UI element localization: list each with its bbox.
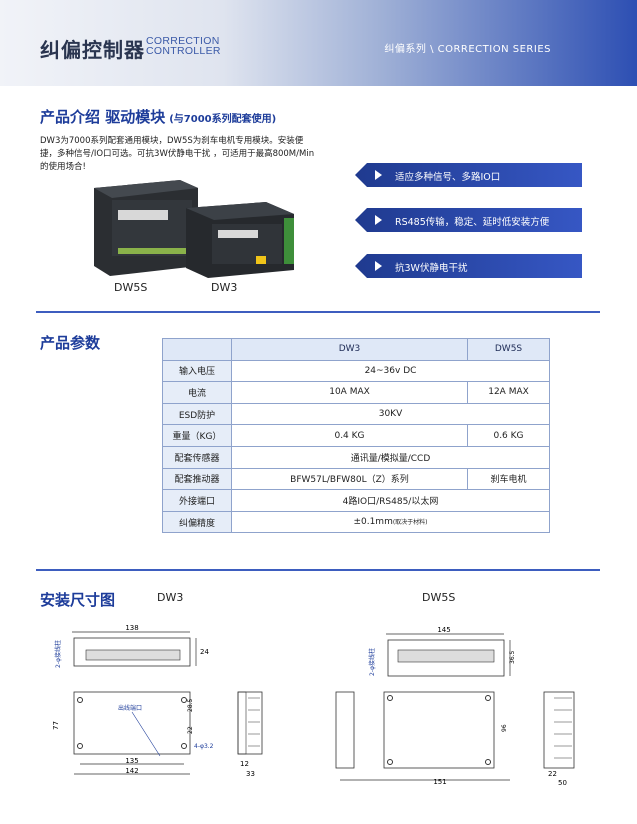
install-title: 安装尺寸图 bbox=[40, 591, 116, 609]
intro-title-text: 产品介绍 驱动模块 bbox=[40, 108, 166, 126]
cell-dw3: 0.4 KG bbox=[231, 424, 468, 447]
play-arrow-icon bbox=[375, 170, 382, 180]
table-row: 输入电压 24~36v DC bbox=[162, 359, 550, 383]
dim-label: 50 bbox=[558, 779, 567, 787]
dw5s-top-view: 145 36.5 2-φ接线柱 bbox=[368, 626, 516, 677]
row-label: 配套传感器 bbox=[162, 445, 232, 469]
cell-dw5s: 12A MAX bbox=[467, 381, 550, 404]
feature-text: 适应多种信号、多路IO口 bbox=[395, 172, 501, 183]
photo-label-dw3: DW3 bbox=[211, 281, 238, 294]
dim-label: 135 bbox=[125, 757, 138, 765]
column-header-dw5s: DW5S bbox=[467, 338, 550, 361]
table-corner bbox=[162, 338, 232, 361]
table-row: 外接端口 4路IO口/RS485/以太网 bbox=[162, 489, 550, 512]
dim-tag: 2-φ接线柱 bbox=[54, 640, 62, 668]
params-table: DW3 DW5S 输入电压 24~36v DC 电流 10A MAX 12A M… bbox=[162, 338, 550, 534]
params-title: 产品参数 bbox=[40, 334, 101, 352]
feature-text: 抗3W伏静电干扰 bbox=[395, 263, 468, 274]
table-row: 配套传感器 通讯量/模拟量/CCD bbox=[162, 445, 550, 469]
dim-tag: 4-φ3.2 bbox=[194, 743, 214, 750]
feature-banner-2: RS485传输，稳定、延时低安装方便 bbox=[355, 208, 582, 232]
brand-subtitle-line2: CONTROLLER bbox=[146, 45, 221, 57]
brand-subtitle-line1: CORRECTION bbox=[146, 35, 220, 47]
column-header-dw3: DW3 bbox=[231, 338, 468, 361]
table-row: ESD防护 30KV bbox=[162, 402, 550, 426]
intro-text: DW3为7000系列配套通用模块，DW5S为刹车电机专用模块。安装便捷，多种信号… bbox=[40, 136, 315, 172]
feature-banner-3: 抗3W伏静电干扰 bbox=[355, 254, 582, 278]
dw3-side-view: 12 33 bbox=[237, 691, 263, 778]
dw5s-side-view: 22 50 bbox=[543, 691, 575, 787]
dim-tag: 出线端口 bbox=[118, 704, 142, 712]
row-label: 外接端口 bbox=[162, 489, 232, 512]
row-value: 通讯量/模拟量/CCD bbox=[231, 445, 550, 469]
table-row: 配套推动器 BFW57L/BFW80L（Z）系列 刹车电机 bbox=[162, 467, 550, 491]
row-label: 重量（KG） bbox=[162, 424, 232, 447]
row-label: 输入电压 bbox=[162, 359, 232, 383]
cell-dw5s: 刹车电机 bbox=[467, 467, 550, 491]
dim-label: 12 bbox=[240, 760, 249, 768]
row-label: ESD防护 bbox=[162, 402, 232, 426]
page-header: 纠偏控制器 CORRECTION CONTROLLER 纠偏系列 \ CORRE… bbox=[0, 0, 637, 86]
table-row: 纠偏精度 ±0.1mm(取决于材料) bbox=[162, 510, 550, 534]
series-label: 纠偏系列 \ CORRECTION SERIES bbox=[384, 44, 551, 55]
row-value: ±0.1mm(取决于材料) bbox=[231, 510, 550, 534]
dim-label: 28.5 bbox=[187, 698, 194, 712]
cell-dw5s: 0.6 KG bbox=[467, 424, 550, 447]
row-value: 24~36v DC bbox=[231, 359, 550, 383]
dw5s-module-image bbox=[94, 180, 198, 276]
intro-subtitle: (与7000系列配套使用) bbox=[169, 114, 277, 125]
dim-label: 96 bbox=[501, 724, 508, 732]
cell-dw3: BFW57L/BFW80L（Z）系列 bbox=[231, 467, 468, 491]
row-label: 电流 bbox=[162, 381, 232, 404]
dim-label: 24 bbox=[200, 648, 209, 656]
dw3-top-view: 138 24 2-φ接线柱 bbox=[54, 624, 209, 668]
dim-label: 22 bbox=[548, 770, 557, 778]
dim-label: 77 bbox=[52, 721, 60, 730]
dim-tag: 2-φ接线柱 bbox=[368, 648, 376, 676]
dim-label: 145 bbox=[437, 626, 450, 634]
dw3-front-view: 出线端口 77 28.5 22 4-φ3.2 135 142 bbox=[52, 691, 214, 775]
dim-label: 33 bbox=[246, 770, 255, 778]
play-arrow-icon bbox=[375, 215, 382, 225]
intro-title: 产品介绍 驱动模块(与7000系列配套使用) bbox=[40, 106, 276, 127]
dw5s-front-view: 96 151 bbox=[335, 691, 510, 786]
row-value: 4路IO口/RS485/以太网 bbox=[231, 489, 550, 512]
precision-value: ±0.1mm bbox=[353, 517, 393, 528]
cell-dw3: 10A MAX bbox=[231, 381, 468, 404]
table-row: 重量（KG） 0.4 KG 0.6 KG bbox=[162, 424, 550, 447]
dim-label: 151 bbox=[433, 778, 446, 786]
brand-subtitle: CORRECTION CONTROLLER bbox=[146, 35, 221, 57]
table-header-row: DW3 DW5S bbox=[162, 338, 550, 361]
dw3-module-image bbox=[186, 202, 294, 278]
feature-text: RS485传输，稳定、延时低安装方便 bbox=[395, 217, 550, 228]
section-divider bbox=[36, 569, 600, 571]
dim-label: 138 bbox=[125, 624, 138, 632]
precision-note: (取决于材料) bbox=[392, 519, 428, 527]
dw3-drawing-title: DW3 bbox=[157, 591, 184, 604]
row-label: 纠偏精度 bbox=[162, 510, 232, 534]
row-value: 30KV bbox=[231, 402, 550, 426]
table-row: 电流 10A MAX 12A MAX bbox=[162, 381, 550, 404]
dw5s-drawing-title: DW5S bbox=[422, 591, 456, 604]
photo-label-dw5s: DW5S bbox=[114, 281, 148, 294]
feature-banner-1: 适应多种信号、多路IO口 bbox=[355, 163, 582, 187]
row-label: 配套推动器 bbox=[162, 467, 232, 491]
section-divider bbox=[36, 311, 600, 313]
play-arrow-icon bbox=[375, 261, 382, 271]
dim-label: 22 bbox=[187, 726, 194, 734]
product-photo bbox=[94, 180, 294, 278]
dim-label: 142 bbox=[125, 767, 138, 775]
brand-title: 纠偏控制器 bbox=[40, 38, 145, 62]
dim-label: 36.5 bbox=[509, 650, 516, 664]
